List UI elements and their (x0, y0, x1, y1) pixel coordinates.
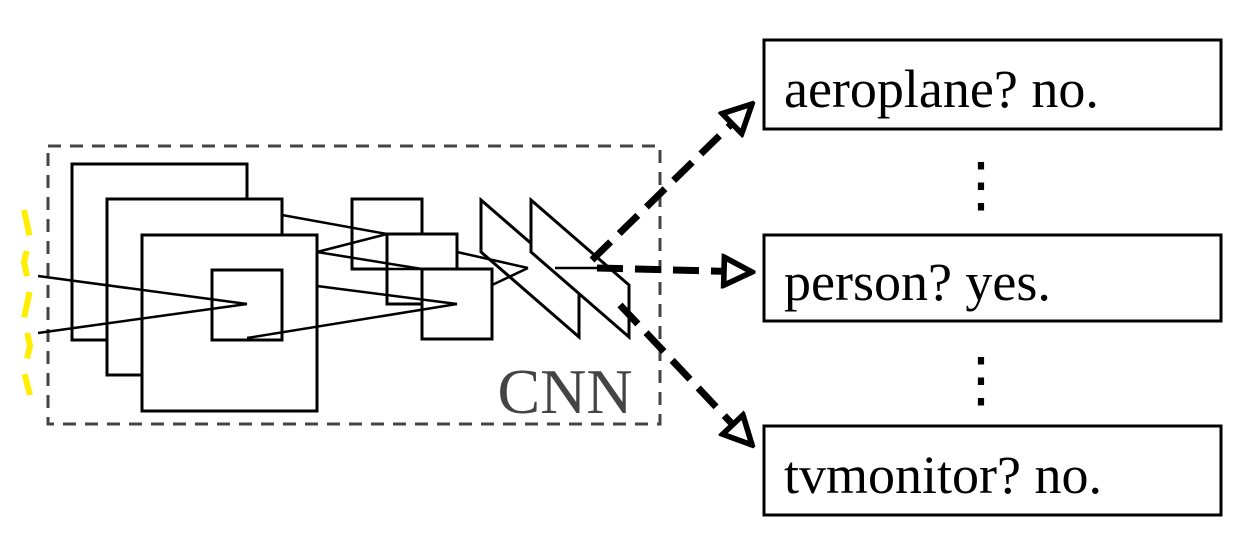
output-box-tvmonitor: tvmonitor? no. (762, 424, 1223, 517)
output-label-tvmonitor: tvmonitor? no. (784, 445, 1102, 505)
ellipsis-lower: ⋮ (951, 347, 1011, 413)
cnn-dashed-box (46, 144, 662, 426)
arrow-to-tvmonitor (617, 302, 752, 445)
conv-layer-1 (70, 162, 319, 413)
cnn-label: CNN (497, 356, 632, 427)
arrow-to-aeroplane (589, 104, 752, 263)
output-box-person: person? yes. (762, 233, 1223, 323)
arrow-to-person (596, 268, 752, 272)
output-box-aeroplane: aeroplane? no. (762, 38, 1223, 131)
connection-lines (37, 213, 597, 340)
output-arrows (589, 104, 752, 445)
input-image-edge (20, 209, 34, 396)
output-label-aeroplane: aeroplane? no. (784, 59, 1099, 119)
receptive-field-1 (210, 268, 284, 342)
output-label-person: person? yes. (784, 252, 1051, 312)
ellipsis-upper: ⋮ (951, 152, 1011, 218)
feature-map-1c (140, 233, 319, 413)
